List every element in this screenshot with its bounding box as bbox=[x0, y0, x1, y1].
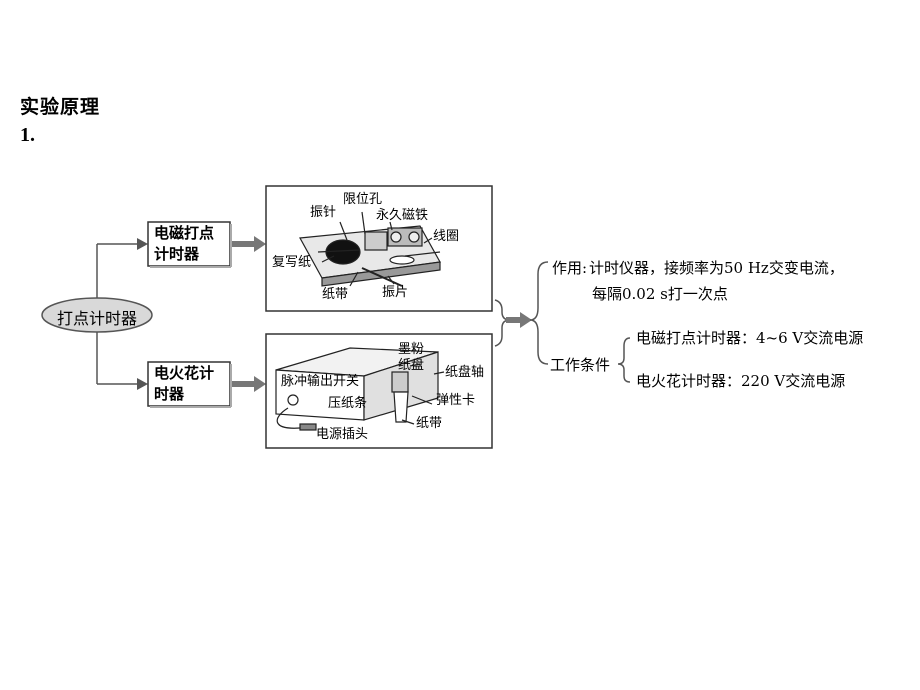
spark-timer-label-line2: 时器 bbox=[154, 385, 185, 403]
spark-part-power-plug: 电源插头 bbox=[316, 427, 369, 442]
em-timer-label-line1: 电磁打点 bbox=[154, 224, 215, 242]
condition-spark: 电火花计时器：220 V交流电源 bbox=[636, 372, 846, 390]
em-part-vibrating-plate: 振片 bbox=[382, 285, 409, 300]
spark-timer-label-line1: 电火花计 bbox=[154, 364, 215, 382]
root-label: 打点计时器 bbox=[56, 309, 137, 328]
condition-label: 工作条件 bbox=[550, 356, 611, 374]
arrow-to-summary bbox=[506, 312, 532, 328]
spark-part-ink-disc-line2: 纸盘 bbox=[398, 358, 425, 373]
section-heading: 实验原理 bbox=[20, 96, 101, 118]
root-connectors bbox=[96, 243, 138, 385]
spark-part-spring-card: 弹性卡 bbox=[436, 393, 476, 408]
spark-part-ink-disc-line1: 墨粉 bbox=[398, 342, 425, 357]
em-part-magnet: 永久磁铁 bbox=[376, 208, 429, 223]
em-part-needle: 振针 bbox=[310, 205, 337, 220]
em-timer-label: 电磁打点 计时器 bbox=[154, 223, 234, 265]
function-line2: 每隔0.02 s打一次点 bbox=[592, 285, 728, 303]
em-part-coil: 线圈 bbox=[433, 229, 460, 244]
spark-part-tape: 纸带 bbox=[416, 416, 443, 431]
condition-brace bbox=[617, 337, 631, 383]
spark-part-pulse-switch: 脉冲输出开关 bbox=[281, 374, 360, 389]
spark-part-press-strip: 压纸条 bbox=[328, 396, 368, 411]
spark-timer-illustration bbox=[275, 347, 445, 431]
item-number: 1. bbox=[20, 124, 35, 146]
arrow-to-spark-box bbox=[137, 378, 148, 390]
em-timer-illustration bbox=[299, 211, 441, 287]
arrow-spark-to-image bbox=[232, 376, 266, 392]
summary-brace bbox=[529, 261, 549, 365]
em-part-carbon-paper: 复写纸 bbox=[272, 255, 312, 270]
spark-part-disc-axis: 纸盘轴 bbox=[445, 365, 485, 380]
arrow-em-to-image bbox=[232, 236, 266, 252]
arrow-to-em-box bbox=[137, 238, 148, 250]
em-timer-label-line2: 计时器 bbox=[154, 245, 200, 263]
function-label: 作用: bbox=[552, 259, 588, 277]
em-part-limit-hole: 限位孔 bbox=[343, 192, 383, 207]
function-line1: 计时仪器，接频率为50 Hz交变电流， bbox=[589, 259, 844, 277]
spark-timer-label: 电火花计 时器 bbox=[154, 363, 234, 405]
em-part-tape: 纸带 bbox=[322, 287, 349, 302]
condition-em: 电磁打点计时器：4~6 V交流电源 bbox=[636, 329, 864, 347]
